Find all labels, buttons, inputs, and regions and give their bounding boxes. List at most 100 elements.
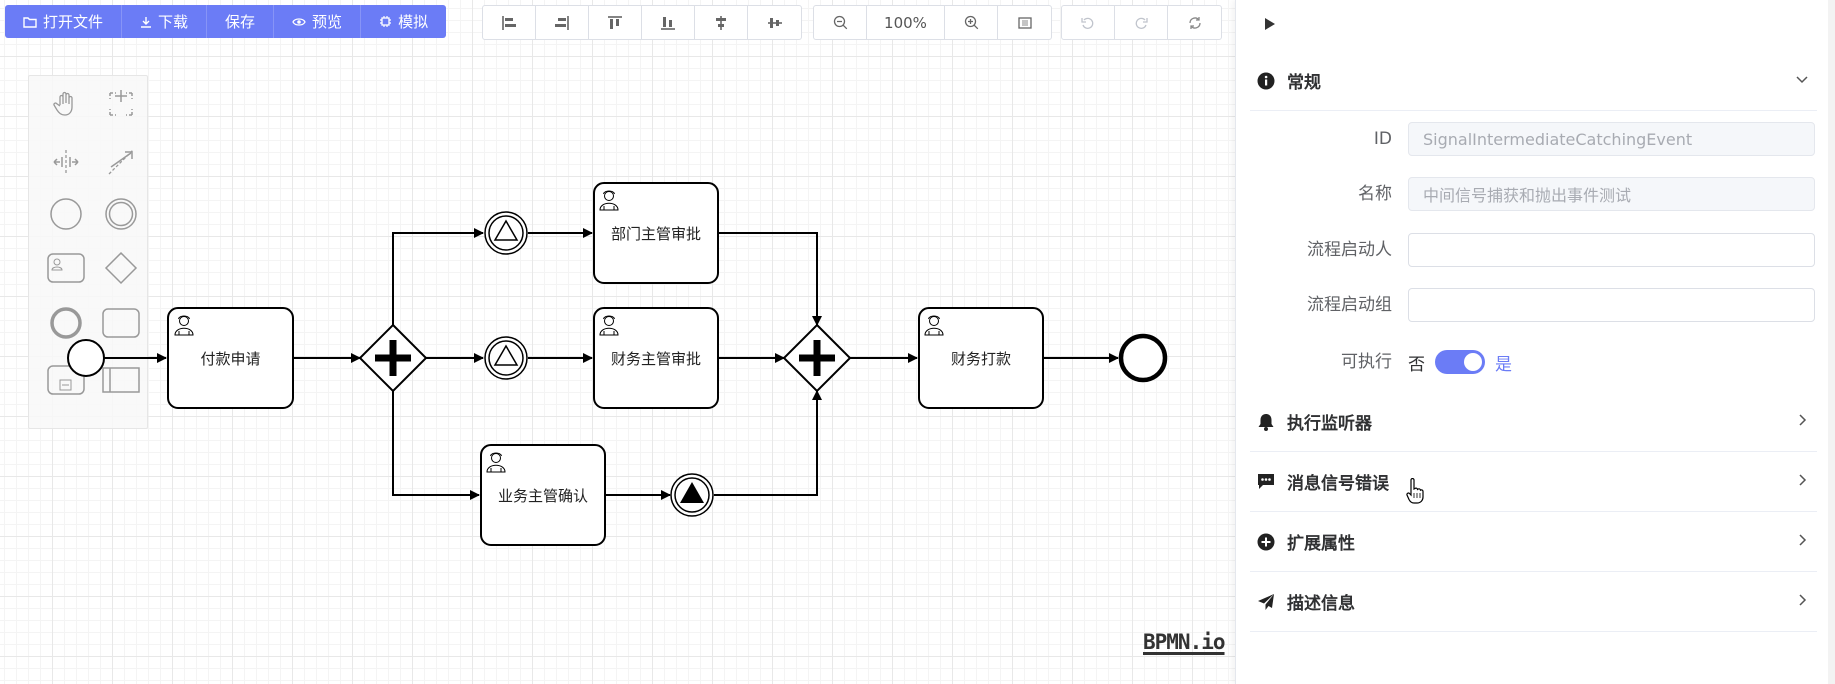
chevron-right-icon: [1795, 532, 1809, 551]
hand-tool-icon: [53, 91, 73, 116]
starter-input[interactable]: [1408, 233, 1815, 267]
align-toolbar: [482, 5, 802, 40]
flow-dept-to-join[interactable]: [718, 232, 822, 326]
align-center-icon: [716, 15, 726, 30]
task-payment-request[interactable]: [167, 307, 294, 409]
sequence-flows: [104, 228, 1119, 500]
switch-on-text[interactable]: 是: [1495, 354, 1512, 375]
lasso-tool[interactable]: [99, 82, 143, 126]
end-event[interactable]: [1118, 333, 1168, 383]
field-name-row: 名称: [1250, 175, 1817, 213]
switch-off-text[interactable]: 否: [1408, 354, 1425, 375]
parallel-gateway-join[interactable]: [782, 323, 852, 393]
bpmn-diagram: [67, 182, 1168, 546]
end-event-icon: [50, 307, 82, 339]
field-starter-group-row: 流程启动组: [1250, 286, 1817, 324]
open-file-label: 打开文件: [43, 13, 104, 31]
section-description-title: 描述信息: [1287, 594, 1355, 614]
task-finance-payment[interactable]: [918, 307, 1044, 409]
fit-view-button[interactable]: [998, 6, 1051, 39]
field-starter-label: 流程启动人: [1307, 240, 1392, 260]
section-extensions-header[interactable]: 扩展属性: [1250, 512, 1817, 572]
zoom-in-button[interactable]: [945, 6, 998, 39]
reset-button[interactable]: [1168, 6, 1221, 39]
task-dept-approval[interactable]: [593, 182, 719, 284]
panel-scrollbar[interactable]: [1828, 0, 1835, 684]
download-icon: [141, 16, 152, 28]
zoom-out-button[interactable]: [814, 6, 867, 39]
flow-split-to-business[interactable]: [392, 391, 480, 500]
save-button[interactable]: 保存: [207, 5, 275, 38]
field-executable-label: 可执行: [1341, 352, 1392, 372]
global-connect-tool[interactable]: [99, 140, 143, 184]
file-toolbar: 打开文件 下载 保存 预览 模拟: [5, 5, 447, 38]
task-finance-approval[interactable]: [593, 307, 719, 409]
preview-label: 预览: [312, 13, 343, 31]
panel-collapse-toggle[interactable]: [1264, 16, 1276, 35]
section-description-header[interactable]: 描述信息: [1250, 572, 1817, 632]
undo-button[interactable]: [1062, 6, 1115, 39]
section-listeners-title: 执行监听器: [1287, 414, 1372, 434]
subprocess-icon: [47, 365, 85, 395]
align-bottom-button[interactable]: [642, 6, 695, 39]
simulate-label: 模拟: [398, 13, 429, 31]
create-task[interactable]: [99, 301, 143, 345]
align-top-button[interactable]: [589, 6, 642, 39]
field-starter-group-label: 流程启动组: [1307, 295, 1392, 315]
signal-catch-event-middle[interactable]: [484, 336, 528, 380]
field-name-label: 名称: [1358, 184, 1392, 204]
open-file-button[interactable]: 打开文件: [5, 5, 123, 38]
create-start-event[interactable]: [44, 192, 88, 236]
section-general-title: 常规: [1287, 73, 1321, 93]
create-user-task[interactable]: [44, 246, 88, 290]
fit-view-icon: [1017, 16, 1032, 29]
bell-icon: [1256, 412, 1276, 432]
signal-throw-event[interactable]: [670, 473, 714, 517]
preview-button[interactable]: 预览: [274, 5, 362, 38]
chevron-down-icon: [1795, 71, 1809, 90]
section-listeners-header[interactable]: 执行监听器: [1250, 392, 1817, 452]
zoom-level: 100%: [867, 6, 945, 39]
redo-button[interactable]: [1115, 6, 1168, 39]
id-input[interactable]: [1408, 122, 1815, 156]
section-signals-header[interactable]: 消息信号错误: [1250, 452, 1817, 512]
save-label: 保存: [225, 13, 256, 31]
chevron-right-icon: [1795, 412, 1809, 431]
zoom-toolbar: 100%: [813, 5, 1052, 40]
section-general-header[interactable]: 常规: [1250, 51, 1817, 111]
user-task-icon: [47, 253, 85, 283]
name-input[interactable]: [1408, 177, 1815, 211]
executable-toggle[interactable]: [1435, 350, 1485, 374]
create-gateway[interactable]: [99, 246, 143, 290]
executable-switch-wrap: 否 是: [1408, 343, 1512, 381]
start-event[interactable]: [67, 339, 105, 377]
properties-panel: 常规 ID 名称 流程启动人 流程启动组 可执行 否 是 执行监听器: [1235, 0, 1835, 684]
section-extensions-title: 扩展属性: [1287, 534, 1355, 554]
parallel-gateway-split[interactable]: [358, 323, 428, 393]
flow-throw-to-join[interactable]: [714, 390, 822, 496]
space-tool[interactable]: [44, 140, 88, 184]
create-subprocess[interactable]: [44, 358, 88, 402]
align-right-button[interactable]: [536, 6, 589, 39]
align-center-button[interactable]: [695, 6, 748, 39]
task-business-confirm[interactable]: [480, 444, 606, 546]
starter-group-input[interactable]: [1408, 288, 1815, 322]
bpmn-canvas[interactable]: 打开文件 下载 保存 预览 模拟: [0, 0, 1235, 684]
history-toolbar: [1061, 5, 1222, 40]
download-button[interactable]: 下载: [122, 5, 208, 38]
align-left-button[interactable]: [483, 6, 536, 39]
create-intermediate-event[interactable]: [99, 192, 143, 236]
plus-circle-icon: [1256, 532, 1276, 552]
create-end-event[interactable]: [44, 301, 88, 345]
pool-icon: [102, 367, 140, 393]
align-middle-icon: [767, 17, 782, 28]
bpmn-io-logo[interactable]: BPMN.io: [1143, 630, 1226, 654]
flow-split-to-signal-top[interactable]: [392, 228, 484, 325]
simulate-button[interactable]: 模拟: [361, 5, 447, 38]
caret-right-icon: [1265, 18, 1275, 30]
create-pool[interactable]: [99, 358, 143, 402]
redo-icon: [1135, 17, 1148, 29]
align-middle-button[interactable]: [748, 6, 801, 39]
hand-tool[interactable]: [44, 82, 88, 126]
signal-catch-event-top[interactable]: [484, 211, 528, 255]
